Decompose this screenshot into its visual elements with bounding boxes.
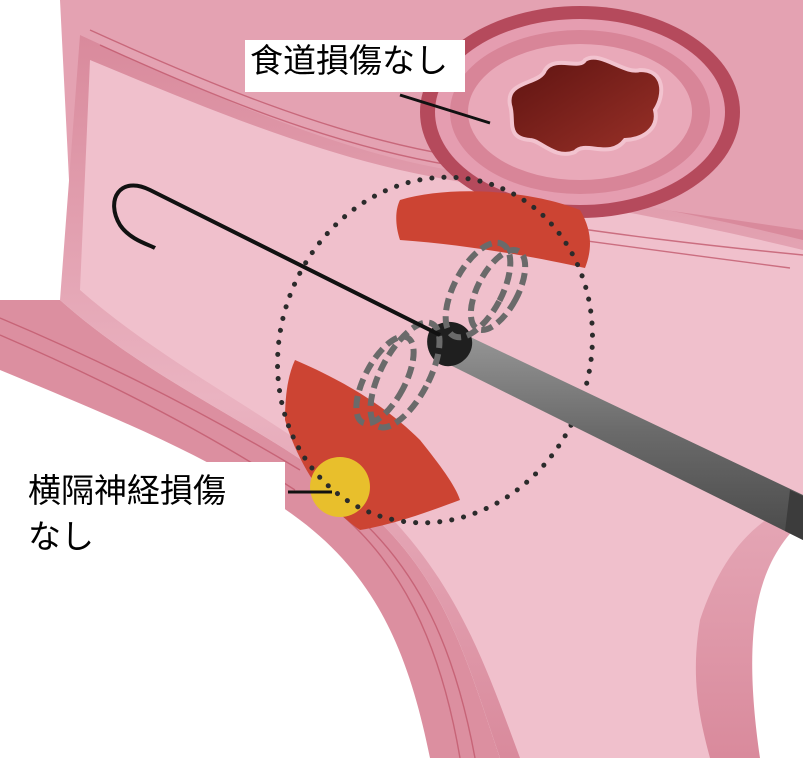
phrenic-nerve [310,457,370,517]
phrenic-nerve-label-line1: 横隔神経損傷 [28,470,226,512]
esophagus-cross-section [420,6,740,218]
esophagus-label: 食道損傷なし [250,40,448,82]
label-backdrop-extra [0,440,60,472]
phrenic-nerve-label-line2: なし [28,516,94,558]
